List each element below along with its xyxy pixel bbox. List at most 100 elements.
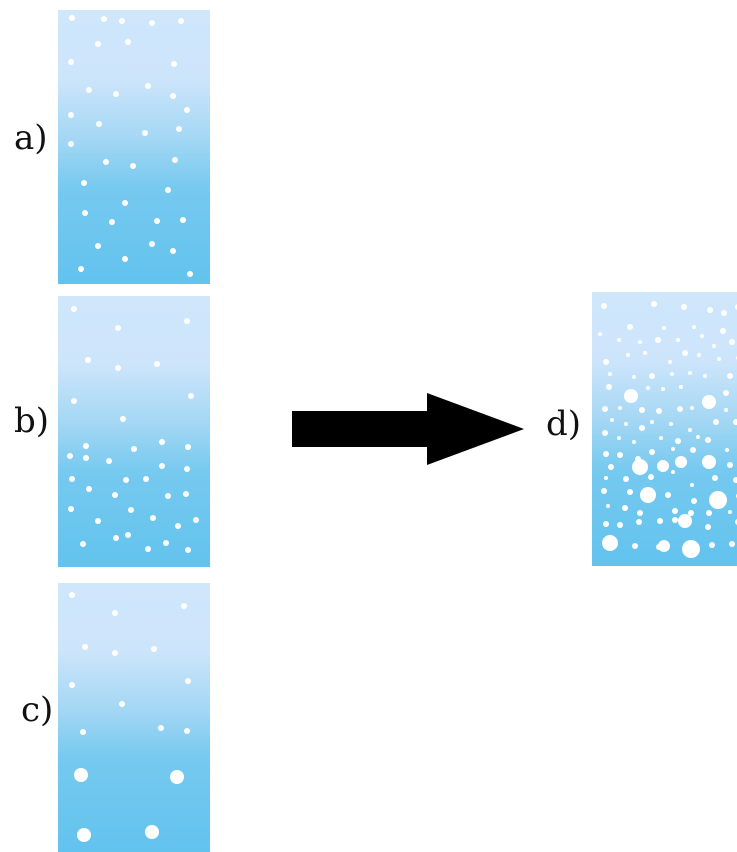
bubble xyxy=(149,20,155,26)
label-b: b) xyxy=(14,401,50,441)
bubble xyxy=(112,610,118,616)
bubble xyxy=(69,15,75,21)
bubble xyxy=(80,541,86,547)
bubbles-c xyxy=(69,592,191,842)
bubble xyxy=(120,416,126,422)
bubble xyxy=(180,217,186,223)
bubble xyxy=(122,256,128,262)
bubble xyxy=(125,532,131,538)
bubble xyxy=(185,547,191,553)
bubble xyxy=(668,360,672,364)
label-c: c) xyxy=(21,690,54,730)
bubble xyxy=(128,507,134,513)
bubble xyxy=(165,493,171,499)
panel-d xyxy=(592,292,737,566)
bubble xyxy=(130,163,136,169)
bubble xyxy=(101,16,107,22)
bubble xyxy=(721,310,727,316)
bubble xyxy=(692,325,696,329)
bubble xyxy=(77,828,91,842)
bubble xyxy=(712,475,718,481)
bubble xyxy=(617,338,621,342)
bubble xyxy=(150,515,156,521)
bubble xyxy=(690,483,694,487)
bubble xyxy=(723,390,729,396)
bubble xyxy=(68,112,74,118)
bubble xyxy=(188,393,194,399)
panel-b xyxy=(58,296,210,567)
bubble xyxy=(119,18,125,24)
bubble xyxy=(623,476,629,482)
bubble xyxy=(159,463,165,469)
bubble xyxy=(733,477,737,483)
bubble xyxy=(85,357,91,363)
bubble xyxy=(675,438,681,444)
bubble xyxy=(669,422,673,426)
bubble xyxy=(682,540,700,558)
bubble xyxy=(632,375,636,379)
bubbles-d xyxy=(598,301,737,558)
bubble xyxy=(193,517,199,523)
bubble xyxy=(83,455,89,461)
bubble xyxy=(637,510,643,516)
bubbles-b xyxy=(67,306,199,553)
bubble xyxy=(650,420,654,424)
bubble xyxy=(82,210,88,216)
bubble xyxy=(603,359,609,365)
bubble xyxy=(691,498,697,504)
bubble xyxy=(80,729,86,735)
bubble xyxy=(115,365,121,371)
bubble xyxy=(727,373,733,379)
bubble xyxy=(688,428,692,432)
bubble xyxy=(655,337,661,343)
bubble xyxy=(119,701,125,707)
bubble xyxy=(68,141,74,147)
bubble xyxy=(639,407,645,413)
bubble xyxy=(601,303,607,309)
bubble xyxy=(656,408,662,414)
bubble xyxy=(617,436,621,440)
bubble xyxy=(697,353,701,357)
bubble xyxy=(81,180,87,186)
bubble xyxy=(125,39,131,45)
bubble xyxy=(671,447,675,451)
bubble xyxy=(115,325,121,331)
bubble xyxy=(184,466,190,472)
bubble xyxy=(728,510,732,514)
bubble xyxy=(95,243,101,249)
bubble xyxy=(131,446,137,452)
bubble xyxy=(638,340,642,344)
bubble xyxy=(103,159,109,165)
bubble xyxy=(96,121,102,127)
bubble xyxy=(172,157,178,163)
bubble xyxy=(661,387,665,391)
bubble xyxy=(648,474,654,480)
bubble xyxy=(69,476,75,482)
bubble xyxy=(688,371,692,375)
bubble xyxy=(113,91,119,97)
bubble xyxy=(713,419,719,425)
panel-c xyxy=(58,583,210,852)
bubble xyxy=(712,344,716,348)
bubble xyxy=(86,87,92,93)
bubble xyxy=(622,505,628,511)
bubble xyxy=(163,540,169,546)
bubble xyxy=(71,306,77,312)
bubble xyxy=(603,521,609,527)
bubble xyxy=(181,603,187,609)
bubble xyxy=(175,523,181,529)
bubble xyxy=(646,386,650,390)
bubble xyxy=(67,453,73,459)
bubble xyxy=(170,93,176,99)
bubble xyxy=(705,524,711,530)
bubble xyxy=(727,462,733,468)
bubble xyxy=(154,218,160,224)
bubble xyxy=(610,418,614,422)
bubble xyxy=(176,126,182,132)
bubble xyxy=(74,768,88,782)
bubble xyxy=(158,725,164,731)
bubble xyxy=(681,304,687,310)
bubble xyxy=(185,678,191,684)
bubble xyxy=(165,187,171,193)
bubble xyxy=(112,650,118,656)
